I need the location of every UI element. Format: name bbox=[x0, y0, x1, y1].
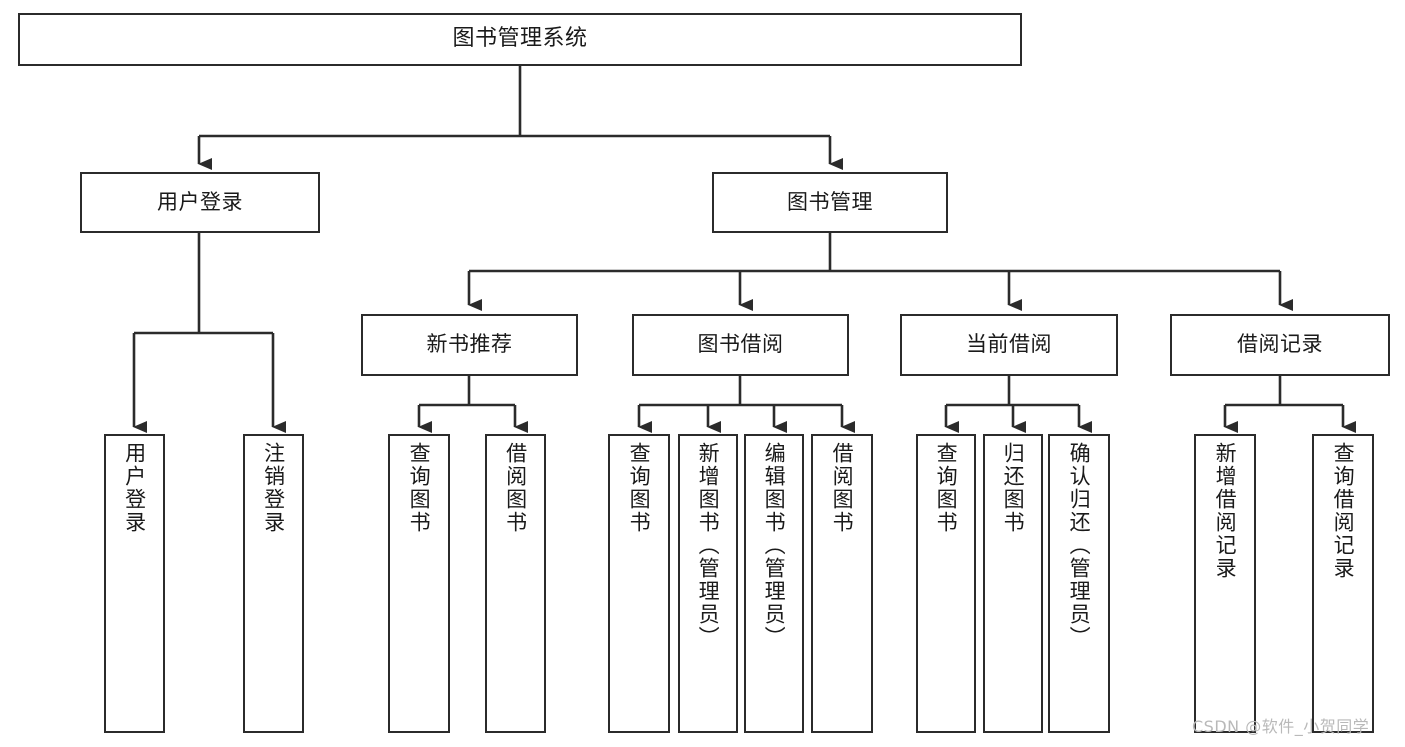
node-leaf-add-record-label: 新增借阅记录 bbox=[1213, 442, 1238, 580]
node-new-book-recommend[interactable]: 新书推荐 bbox=[361, 314, 578, 376]
node-leaf-query-record[interactable]: 查询借阅记录 bbox=[1312, 434, 1374, 733]
node-book-borrow-label: 图书借阅 bbox=[697, 332, 784, 357]
node-book-borrow[interactable]: 图书借阅 bbox=[632, 314, 849, 376]
node-leaf-logout[interactable]: 注销登录 bbox=[243, 434, 304, 733]
node-current-borrow-label: 当前借阅 bbox=[966, 332, 1052, 357]
watermark: CSDN @软件_小贺同学 bbox=[1192, 713, 1369, 737]
node-borrow-record-label: 借阅记录 bbox=[1237, 332, 1323, 357]
watermark-text: CSDN @软件_小贺同学 bbox=[1192, 717, 1370, 736]
node-user-login[interactable]: 用户登录 bbox=[80, 172, 320, 233]
node-new-book-recommend-label: 新书推荐 bbox=[426, 332, 513, 357]
node-leaf-query-book-3[interactable]: 查询图书 bbox=[916, 434, 976, 733]
node-leaf-edit-book-label: 编辑图书（管理员） bbox=[762, 442, 787, 649]
node-leaf-query-book-2[interactable]: 查询图书 bbox=[608, 434, 670, 733]
node-leaf-add-record[interactable]: 新增借阅记录 bbox=[1194, 434, 1256, 733]
node-leaf-query-record-label: 查询借阅记录 bbox=[1331, 442, 1356, 580]
node-leaf-borrow-book-1[interactable]: 借阅图书 bbox=[485, 434, 546, 733]
node-leaf-query-book-1[interactable]: 查询图书 bbox=[388, 434, 450, 733]
node-leaf-confirm-return[interactable]: 确认归还（管理员） bbox=[1048, 434, 1110, 733]
node-leaf-query-book-1-label: 查询图书 bbox=[407, 442, 432, 534]
node-leaf-borrow-book-2-label: 借阅图书 bbox=[830, 442, 855, 534]
node-leaf-confirm-return-label: 确认归还（管理员） bbox=[1067, 442, 1092, 649]
node-current-borrow[interactable]: 当前借阅 bbox=[900, 314, 1118, 376]
node-book-manage-label: 图书管理 bbox=[787, 189, 873, 214]
node-leaf-return-book[interactable]: 归还图书 bbox=[983, 434, 1043, 733]
node-leaf-borrow-book-1-label: 借阅图书 bbox=[503, 442, 528, 534]
node-leaf-borrow-book-2[interactable]: 借阅图书 bbox=[811, 434, 873, 733]
node-root[interactable]: 图书管理系统 bbox=[18, 13, 1022, 66]
node-root-label: 图书管理系统 bbox=[452, 26, 588, 52]
node-book-manage[interactable]: 图书管理 bbox=[712, 172, 948, 233]
node-leaf-edit-book[interactable]: 编辑图书（管理员） bbox=[744, 434, 804, 733]
node-leaf-return-book-label: 归还图书 bbox=[1001, 442, 1026, 534]
node-user-login-label: 用户登录 bbox=[157, 189, 243, 214]
node-leaf-add-book[interactable]: 新增图书（管理员） bbox=[678, 434, 738, 733]
node-leaf-user-login-label: 用户登录 bbox=[122, 442, 147, 534]
node-leaf-logout-label: 注销登录 bbox=[261, 442, 286, 534]
node-leaf-add-book-label: 新增图书（管理员） bbox=[696, 442, 721, 649]
node-leaf-query-book-2-label: 查询图书 bbox=[627, 442, 652, 534]
node-borrow-record[interactable]: 借阅记录 bbox=[1170, 314, 1390, 376]
node-leaf-query-book-3-label: 查询图书 bbox=[934, 442, 959, 534]
node-leaf-user-login[interactable]: 用户登录 bbox=[104, 434, 165, 733]
